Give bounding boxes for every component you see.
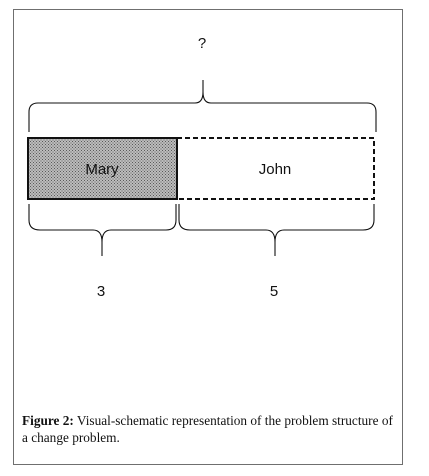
mary-box	[27, 137, 178, 200]
figure-caption: Figure 2: Visual-schematic representatio…	[22, 412, 398, 446]
bottom-brace-mary	[28, 204, 177, 256]
figure-caption-label: Figure 2:	[22, 413, 74, 428]
john-label: John	[259, 161, 292, 178]
mary-value-label: 3	[97, 283, 105, 300]
mary-label: Mary	[85, 161, 119, 178]
john-box	[176, 137, 375, 200]
total-unknown-label: ?	[198, 35, 206, 52]
figure-frame	[13, 9, 403, 465]
john-value-label: 5	[270, 283, 278, 300]
figure-caption-text: Visual-schematic representation of the p…	[22, 413, 393, 445]
bottom-brace-john	[178, 204, 375, 256]
top-brace	[28, 80, 377, 132]
